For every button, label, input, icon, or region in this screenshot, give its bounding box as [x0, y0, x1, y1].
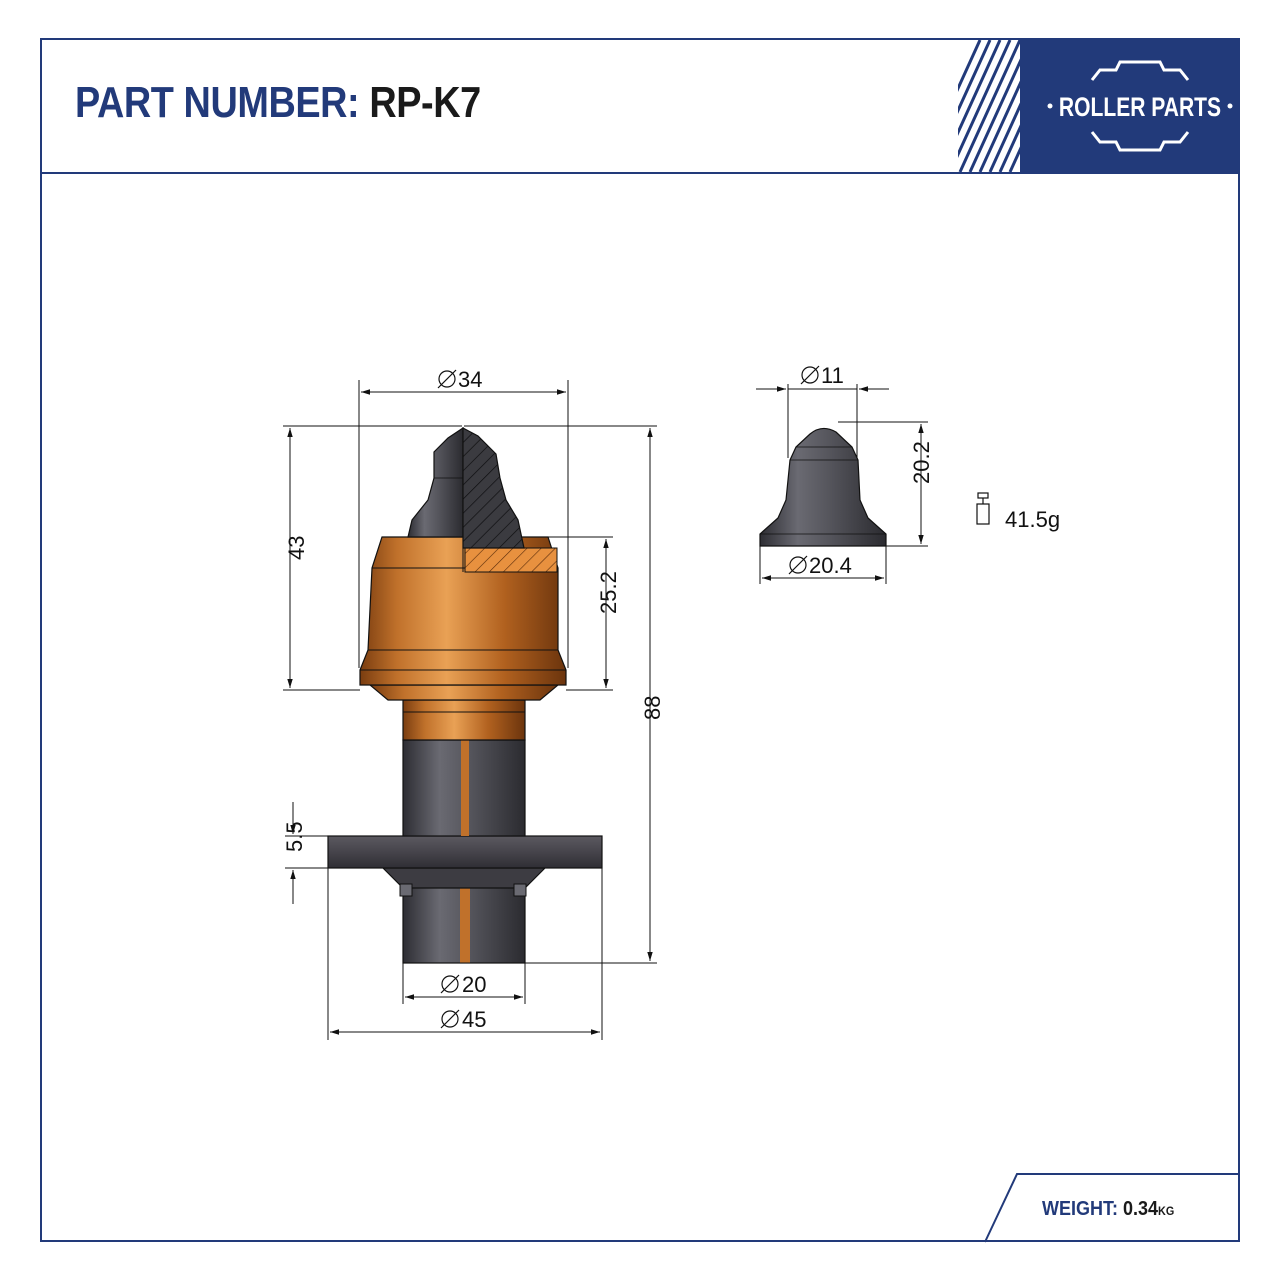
body-section-cut — [464, 547, 558, 573]
total-weight: WEIGHT: 0.34KG — [1042, 1198, 1174, 1221]
collar — [402, 699, 526, 741]
dim-head-diameter: 34 — [458, 367, 482, 392]
weight-unit: KG — [1158, 1204, 1175, 1218]
dim-tip-height: 20.2 — [909, 441, 934, 484]
part-number-label: PART NUMBER: — [75, 78, 360, 127]
tip-dimensions: 11 20.2 20.4 41.5g — [756, 363, 1060, 584]
page-title: PART NUMBER: RP-K7 — [75, 78, 481, 128]
drawing-frame — [40, 38, 1240, 1242]
dim-shank-diameter: 20 — [462, 972, 486, 997]
carbide-tip — [407, 426, 464, 538]
dim-tip-base-diameter: 20.4 — [809, 553, 852, 578]
diameter-icon — [788, 555, 808, 575]
carbide-tip-detail — [759, 427, 887, 547]
body-neck — [368, 684, 560, 701]
tip-weight: 41.5g — [1005, 507, 1060, 532]
lower-slot — [460, 870, 470, 963]
main-dimensions: 34 43 25.2 88 5.5 20 — [282, 367, 665, 1040]
dim-tip-height: 43 — [284, 536, 309, 560]
weight-box — [984, 1173, 1240, 1243]
logo: ROLLER PARTS — [958, 40, 1238, 172]
gear-logo-icon — [1047, 60, 1233, 152]
header-band — [40, 38, 1240, 174]
dim-tip-top-diameter: 11 — [821, 363, 844, 388]
weight-value: 0.34 — [1123, 1198, 1159, 1220]
carbide-tip-section — [462, 427, 525, 549]
logo-text: ROLLER PARTS — [1059, 93, 1221, 123]
flange-plate — [327, 835, 603, 869]
dim-flange-diameter: 45 — [462, 1007, 486, 1032]
dim-body-height: 25.2 — [596, 571, 621, 614]
upper-slot — [461, 740, 469, 836]
weight-label: WEIGHT: — [1042, 1198, 1118, 1220]
tip-view — [759, 427, 887, 547]
diameter-icon — [800, 365, 820, 385]
dim-total-length: 88 — [640, 696, 665, 720]
stripe-pattern — [958, 40, 1020, 172]
main-part-view — [327, 426, 603, 964]
diameter-icon — [440, 974, 460, 994]
part-number-value: RP-K7 — [369, 78, 481, 127]
dim-flange-thickness: 5.5 — [282, 821, 307, 852]
diameter-icon — [440, 1009, 460, 1029]
retainer-tab-left — [399, 883, 413, 897]
retainer-tab-right — [513, 883, 527, 897]
weight-icon — [976, 492, 990, 525]
diameter-icon — [437, 369, 457, 389]
